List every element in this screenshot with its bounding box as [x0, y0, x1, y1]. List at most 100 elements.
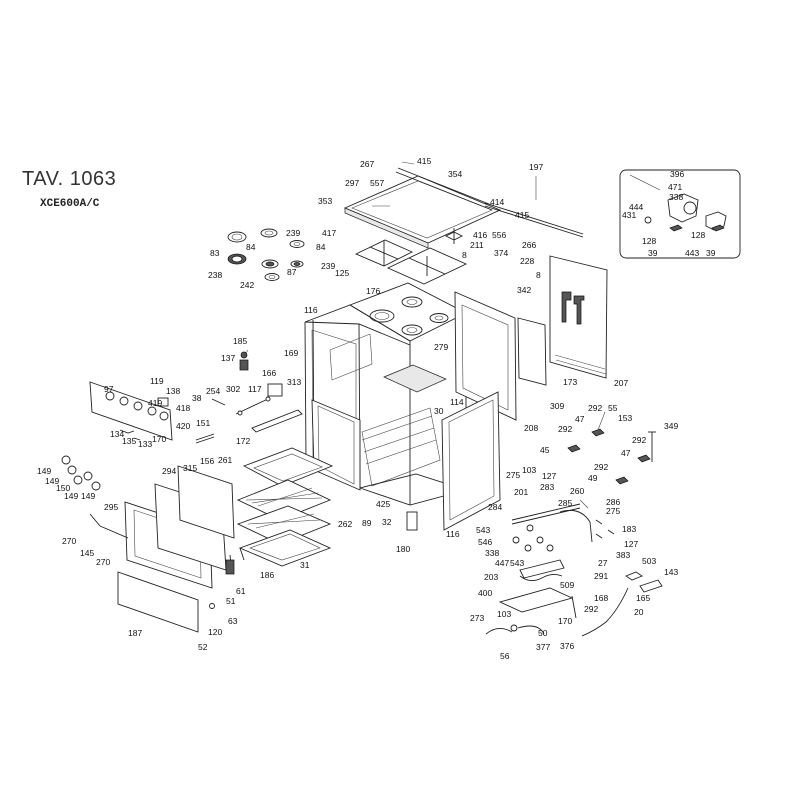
- part-label: 138: [166, 386, 180, 396]
- part-label: 238: [208, 270, 222, 280]
- glass-lid: [343, 167, 502, 249]
- part-label: 172: [236, 436, 250, 446]
- part-label: 275: [506, 470, 520, 480]
- part-label: 447: [495, 558, 509, 568]
- part-label: 128: [642, 236, 656, 246]
- rear-panel: [549, 255, 608, 379]
- part-label: 166: [262, 368, 276, 378]
- part-label: 120: [208, 627, 222, 637]
- part-label: 187: [128, 628, 142, 638]
- part-label: 201: [514, 487, 528, 497]
- part-label: 51: [226, 596, 236, 606]
- part-label: 211: [470, 240, 484, 250]
- part-label: 414: [490, 197, 504, 207]
- part-label: 8: [536, 270, 541, 280]
- part-label: 262: [338, 519, 352, 529]
- part-label: 153: [618, 413, 632, 423]
- part-label: 292: [588, 403, 602, 413]
- part-label: 383: [616, 550, 630, 560]
- part-label: 83: [210, 248, 220, 258]
- part-label: 114: [450, 397, 464, 407]
- part-label: 47: [621, 448, 631, 458]
- part-label: 415: [417, 156, 431, 166]
- part-label: 127: [624, 539, 638, 549]
- part-label: 165: [636, 593, 650, 603]
- part-label: 103: [497, 609, 511, 619]
- part-label: 27: [598, 558, 608, 568]
- part-label: 45: [540, 445, 550, 455]
- part-label: 149: [64, 491, 78, 501]
- part-label: 125: [335, 268, 349, 278]
- part-label: 313: [287, 377, 301, 387]
- part-label: 270: [62, 536, 76, 546]
- part-label: 415: [515, 210, 529, 220]
- part-label: 543: [476, 525, 490, 535]
- part-label: 279: [434, 342, 448, 352]
- leader-lines: [243, 161, 661, 509]
- part-label: 254: [206, 386, 220, 396]
- part-label: 315: [183, 463, 197, 473]
- pan-supports: [354, 228, 468, 285]
- part-label: 546: [478, 537, 492, 547]
- part-label: 8: [462, 250, 467, 260]
- part-label: 509: [560, 580, 574, 590]
- part-label: 543: [510, 558, 524, 568]
- part-label: 143: [664, 567, 678, 577]
- part-label: 47: [575, 414, 585, 424]
- oven-door-front: [89, 465, 245, 633]
- part-label: 137: [221, 353, 235, 363]
- part-label: 419: [148, 398, 162, 408]
- part-label: 183: [622, 524, 636, 534]
- part-label: 291: [594, 571, 608, 581]
- part-label: 207: [614, 378, 628, 388]
- part-label: 376: [560, 641, 574, 651]
- part-label: 103: [522, 465, 536, 475]
- part-label: 417: [322, 228, 336, 238]
- part-label: 309: [550, 401, 564, 411]
- callout-labels: 267 415 354 557 297 197 353 414 415 417 …: [37, 156, 716, 661]
- part-label: 425: [376, 499, 390, 509]
- part-label: 180: [396, 544, 410, 554]
- part-label: 170: [152, 434, 166, 444]
- part-label: 431: [622, 210, 636, 220]
- part-label: 20: [634, 607, 644, 617]
- part-label: 208: [524, 423, 538, 433]
- part-label: 84: [316, 242, 326, 252]
- part-label: 557: [370, 178, 384, 188]
- part-label: 116: [446, 529, 460, 539]
- part-label: 349: [664, 421, 678, 431]
- part-label: 203: [484, 572, 498, 582]
- part-label: 149: [37, 466, 51, 476]
- part-label: 239: [321, 261, 335, 271]
- part-label: 30: [434, 406, 444, 416]
- burner-set: [227, 228, 305, 281]
- part-label: 273: [470, 613, 484, 623]
- part-label: 151: [196, 418, 210, 428]
- side-panel-right: [454, 291, 547, 421]
- part-label: 338: [485, 548, 499, 558]
- part-label: 353: [318, 196, 332, 206]
- part-label: 185: [233, 336, 247, 346]
- part-label: 444: [629, 202, 643, 212]
- part-label: 116: [304, 305, 318, 315]
- part-label: 400: [478, 588, 492, 598]
- part-label: 285: [558, 498, 572, 508]
- part-label: 295: [104, 502, 118, 512]
- part-label: 38: [192, 393, 202, 403]
- part-label: 134: [110, 429, 124, 439]
- part-label: 292: [558, 424, 572, 434]
- part-label: 556: [492, 230, 506, 240]
- part-label: 292: [632, 435, 646, 445]
- part-label: 50: [538, 628, 548, 638]
- part-label: 503: [642, 556, 656, 566]
- oven-door-right: [441, 391, 501, 531]
- part-label: 283: [540, 482, 554, 492]
- part-label: 260: [570, 486, 584, 496]
- oven-trays: [236, 447, 418, 567]
- part-label: 354: [448, 169, 462, 179]
- table-title: TAV. 1063: [22, 168, 117, 190]
- part-label: 292: [584, 604, 598, 614]
- part-label: 127: [542, 471, 556, 481]
- part-label: 52: [198, 642, 208, 652]
